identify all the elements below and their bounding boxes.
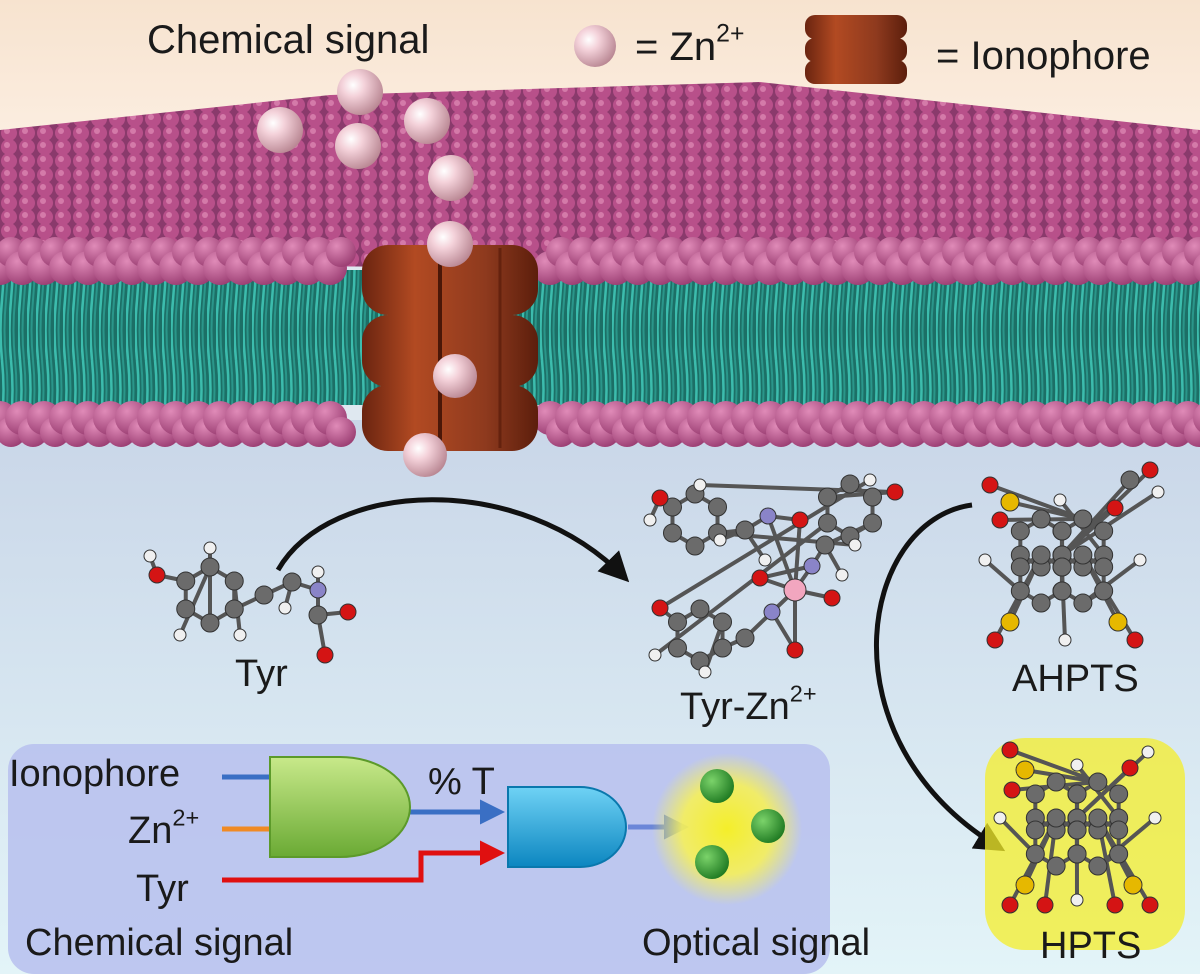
optical-output-glow [652,753,802,905]
input-tyr-label: Tyr [136,868,189,910]
input-zn-label: Zn2+ [128,806,199,852]
fluorescent-dot [695,845,729,879]
membrane-upper-heads [0,237,1200,285]
zn-legend-label: = Zn2+ [635,22,744,69]
tyr-molecule [143,541,357,664]
fluorescent-dot [751,809,785,843]
deacetylation-arrow [874,502,1006,852]
tyr-label: Tyr [235,653,288,695]
ahpts-molecule [978,461,1165,649]
input-zn-charge: 2+ [172,804,200,831]
tyr-zn-label: Tyr-Zn2+ [680,682,817,728]
fluorescent-dot [700,769,734,803]
hpts-fluorescence-glow [985,738,1185,950]
tyr-zn-text: Tyr-Zn [680,686,790,728]
membrane-lower-heads [0,401,1200,447]
ionophore-legend-icon [805,15,907,84]
ionophore-channel [362,245,538,451]
chemical-signal-title: Chemical signal [147,18,430,62]
hpts-label: HPTS [1040,925,1142,967]
zn-legend-text: = Zn [635,25,717,69]
percent-transport-label: % T [428,761,495,803]
membrane-lipid-tails [0,270,1200,405]
zn-ion-cluster [257,69,477,477]
complexation-arrow [275,497,630,583]
and-gate-2 [507,786,627,868]
input-zn-text: Zn [128,810,173,852]
ahpts-label: AHPTS [1012,658,1139,700]
optical-signal-label: Optical signal [642,922,871,964]
and-gate-1 [269,756,411,858]
zn-legend-charge: 2+ [716,20,745,48]
ionophore-legend-label: = Ionophore [936,34,1151,78]
chemical-signal-label: Chemical signal [25,922,294,964]
zn-ion-legend-icon [574,25,616,67]
tyr-wire [222,840,505,883]
input-ionophore-label: Ionophore [9,753,181,795]
tyr-zn-complex-molecule [643,473,904,679]
tyr-zn-charge: 2+ [789,680,817,707]
hpts-molecule [993,741,1162,914]
